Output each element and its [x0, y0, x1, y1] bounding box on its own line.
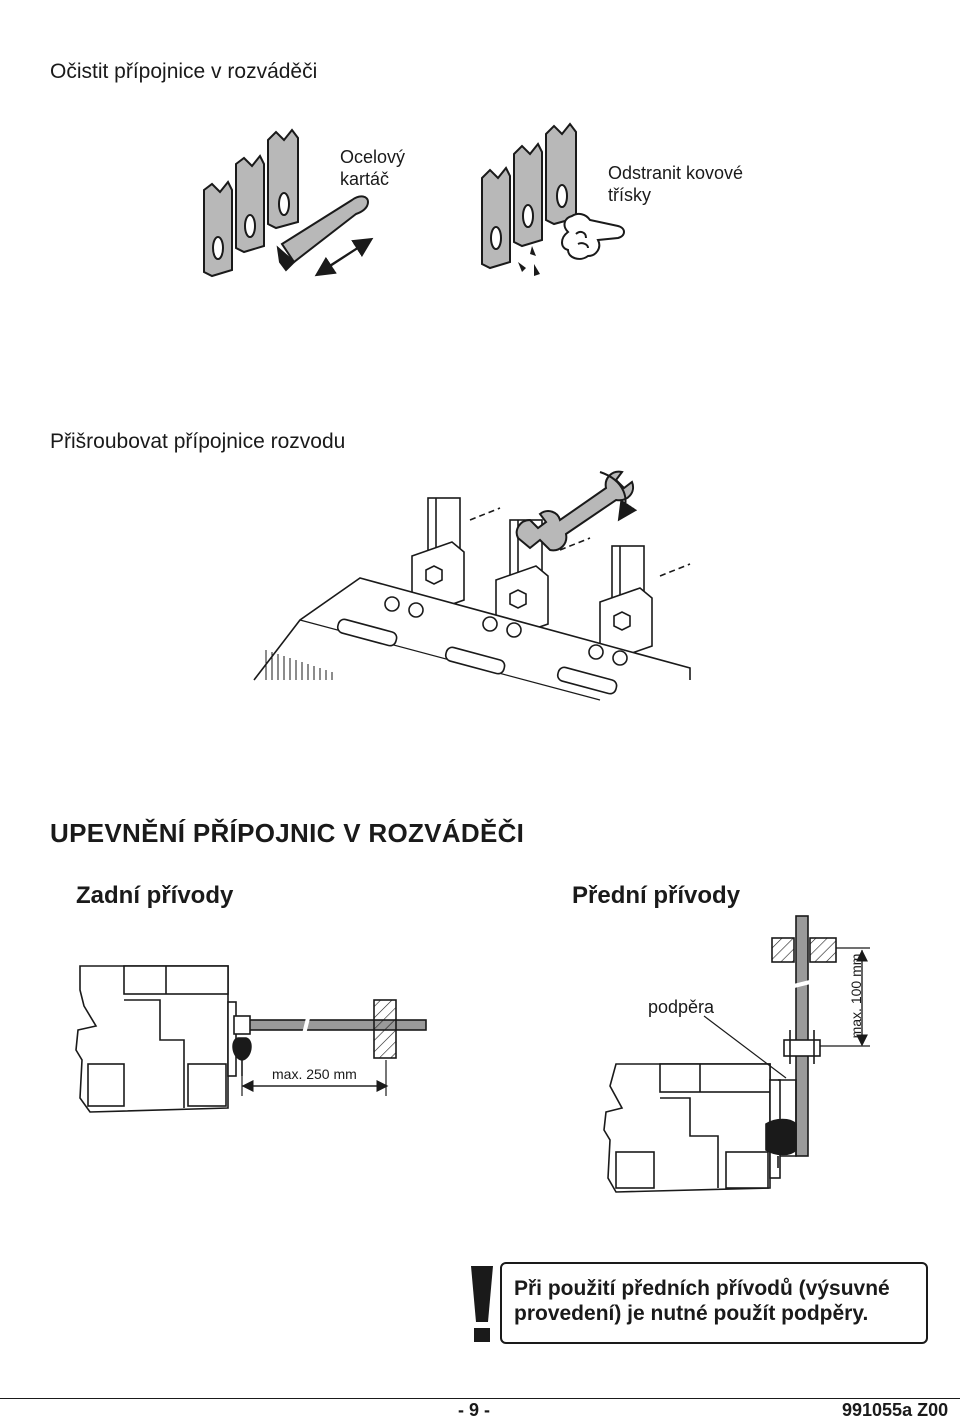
brush-label: Ocelový kartáč [340, 146, 405, 190]
footer-rule [0, 1398, 960, 1399]
warning-text: Při použití předních přívodů (výsuvné pr… [514, 1276, 890, 1326]
busbar-group-chips [481, 122, 577, 270]
warning-line2: provedení) je nutné použít podpěry. [514, 1302, 869, 1325]
rear-dimension-line [241, 1060, 389, 1096]
front-dimension-label: max. 100 mm [848, 953, 864, 1039]
rear-connection-drawing [75, 965, 427, 1113]
warning-exclamation-icon [471, 1266, 493, 1342]
section-heading: UPEVNĚNÍ PŘÍPOJNIC V ROZVÁDĚČI [50, 818, 525, 848]
step-clean-title: Očistit přípojnice v rozváděči [50, 60, 318, 83]
brush-label-line1: Ocelový [340, 147, 406, 167]
chips-label-line1: Odstranit kovové [608, 163, 744, 183]
front-connection-drawing [603, 915, 837, 1193]
wrench-icon [515, 470, 634, 552]
support-leader-line [703, 1015, 787, 1079]
metal-chips-icon [518, 246, 540, 276]
busbar-group-brush [203, 128, 299, 278]
warning-line1: Při použití předních přívodů (výsuvné [514, 1277, 890, 1300]
rear-connection-title: Zadní přívody [76, 882, 234, 909]
breaker-top-drawing [253, 497, 691, 701]
front-dimension-line [820, 947, 870, 1047]
document-code: 991055a Z00 [842, 1400, 949, 1420]
warning-box: Při použití předních přívodů (výsuvné pr… [500, 1262, 928, 1344]
front-connection-title: Přední přívody [572, 882, 741, 909]
chips-label: Odstranit kovové třísky [608, 162, 743, 206]
brush-label-line2: kartáč [340, 169, 390, 189]
steel-brush-icon [276, 195, 370, 272]
support-label: podpěra [648, 997, 715, 1017]
page-number: - 9 - [458, 1400, 491, 1420]
rear-dimension-label: max. 250 mm [272, 1066, 357, 1082]
chips-label-line2: třísky [608, 185, 651, 205]
step-bolt-title: Přišroubovat přípojnice rozvodu [50, 430, 346, 453]
rotation-arrow [599, 471, 638, 522]
cleaning-hand-icon [561, 212, 625, 260]
